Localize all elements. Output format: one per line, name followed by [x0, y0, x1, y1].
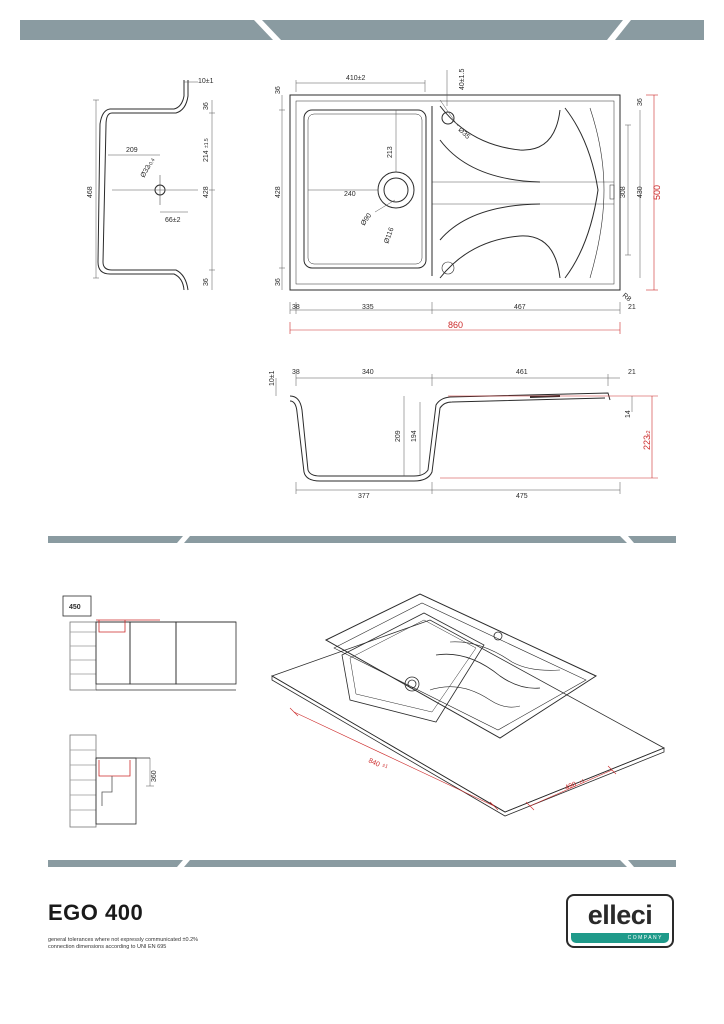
section-view-drawing [289, 392, 611, 482]
top-dim-90: Ø90 [360, 212, 373, 227]
install-dim-840: 840 [367, 757, 381, 768]
side-dim-468: 468 [87, 186, 94, 198]
top-dim-21: 21 [628, 304, 636, 311]
side-view-dim-lines [93, 81, 215, 290]
sec-dim-223: 223 [642, 435, 652, 450]
logo-wordmark: elleci [587, 900, 653, 930]
divider-band-2 [48, 860, 183, 867]
divider-band-1 [48, 536, 183, 543]
divider-band-2b [184, 860, 627, 867]
registered-mark-icon: ® [668, 894, 673, 900]
top-dim-116: Ø116 [383, 227, 395, 245]
side-dim-36b: 36 [203, 278, 210, 286]
sec-dim-475: 475 [516, 493, 528, 500]
logo-company-strip: COMPANY [571, 933, 669, 943]
top-dim-r8: R8 [621, 292, 632, 303]
header-band-left [20, 20, 273, 40]
top-dim-213: 213 [387, 146, 394, 158]
install-cabinet-size: 450 [69, 604, 81, 611]
top-dim-428: 428 [275, 186, 282, 198]
side-dim-428: 428 [203, 186, 210, 198]
top-dim-36b: 36 [275, 278, 282, 286]
isometric-drawing [271, 593, 665, 817]
divider-band-2c [628, 860, 676, 867]
top-view-drawing [289, 94, 621, 291]
top-dim-36r: 36 [637, 98, 644, 106]
sec-dim-194: 194 [411, 430, 418, 442]
divider-band-1c [628, 536, 676, 543]
sec-dim-14: 14 [625, 410, 632, 418]
top-dim-38: 38 [292, 304, 300, 311]
product-title: EGO 400 [48, 900, 144, 925]
isometric-red-dims [289, 707, 617, 811]
top-dim-308: 308 [620, 186, 627, 198]
top-dim-467: 467 [514, 304, 526, 311]
section-view-red-dims [440, 395, 658, 479]
side-dim-209: 209 [126, 147, 138, 154]
install-dim-360: 360 [151, 770, 158, 782]
side-dim-214: 214 [203, 150, 210, 162]
side-dim-66: 66±2 [165, 217, 181, 224]
top-dim-500: 500 [652, 185, 662, 200]
tolerance-note: general tolerances where not expressly c… [48, 937, 199, 943]
side-dim-hole-tol: +0.4 [147, 157, 157, 169]
sec-dim-38: 38 [292, 369, 300, 376]
top-dim-410: 410±2 [346, 75, 366, 82]
top-view-red-dims [289, 94, 658, 334]
elleci-logo: elleci COMPANY ® [566, 894, 674, 948]
top-dim-335: 335 [362, 304, 374, 311]
install-dim-490: 490 [564, 781, 578, 792]
sec-dim-21: 21 [628, 369, 636, 376]
sec-dim-461: 461 [516, 369, 528, 376]
sec-dim-10: 10±1 [269, 370, 276, 386]
install-dim-840-tol: ±1 [381, 762, 389, 770]
side-dim-top: 10±1 [198, 78, 214, 85]
top-dim-40: 40±1.5 [459, 69, 466, 90]
sec-dim-377: 377 [358, 493, 370, 500]
top-dim-36: 36 [275, 86, 282, 94]
install-cabinet-drawing [62, 595, 237, 828]
top-view-dim-lines [279, 70, 641, 314]
install-dim-490-tol: ±1 [579, 778, 587, 786]
side-dim-214-tol: ±1.5 [204, 138, 210, 148]
top-dim-860: 860 [448, 320, 463, 330]
top-dim-430: 430 [637, 186, 644, 198]
top-dim-240: 240 [344, 191, 356, 198]
top-dim-35: Ø35 [457, 126, 471, 140]
sec-dim-209: 209 [395, 430, 402, 442]
side-view-drawing [97, 80, 198, 291]
divider-band-1b [184, 536, 627, 543]
header-band-right [615, 20, 704, 40]
sec-dim-340: 340 [362, 369, 374, 376]
side-dim-36a: 36 [203, 102, 210, 110]
header-band-mid [262, 20, 623, 40]
sec-dim-223-tol: ±2 [646, 430, 652, 436]
connection-note: connection dimensions according to UNI E… [48, 944, 167, 950]
section-view-dim-lines [275, 374, 633, 494]
